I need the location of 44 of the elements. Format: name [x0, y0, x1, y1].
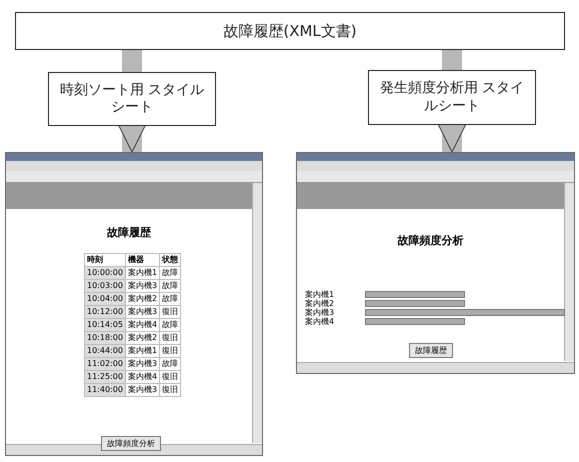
table-cell: 案内機2	[125, 292, 160, 306]
table-cell: 故障	[160, 292, 181, 306]
table-cell: 案内機3	[125, 358, 160, 370]
table-cell: 案内機3	[125, 280, 160, 292]
table-cell: 案内機2	[125, 332, 160, 344]
table-cell: 10:00:00	[84, 266, 126, 280]
table-cell: 復旧	[160, 344, 181, 358]
column-header: 時刻	[84, 254, 126, 266]
table-cell: 10:04:00	[84, 292, 126, 306]
row-label: 案内機4	[305, 317, 334, 326]
table-cell: 案内機3	[125, 306, 160, 318]
table-cell: 案内機1	[125, 344, 160, 358]
stylesheet-box: 時刻ソート用 スタイルシート	[48, 72, 216, 126]
table-cell: 故障	[160, 318, 181, 332]
table-cell: 10:12:00	[84, 306, 126, 318]
table-cell: 11:25:00	[84, 370, 126, 384]
table-cell: 11:02:00	[84, 358, 126, 370]
page-button: 故障頻度分析	[101, 436, 161, 451]
table-cell: 復旧	[160, 370, 181, 384]
table-cell: 11:40:00	[84, 384, 126, 396]
table-cell: 案内機1	[125, 266, 160, 280]
table-cell: 案内機4	[125, 370, 160, 384]
row-label: 案内機2	[305, 299, 334, 308]
table-cell: 復旧	[160, 384, 181, 396]
table-cell: 故障	[160, 280, 181, 292]
page-button: 故障履歴	[409, 343, 453, 358]
stylesheet-box: 発生頻度分析用 スタイルシート	[368, 70, 536, 125]
page-heading: 故障履歴	[107, 226, 151, 239]
table-cell: 案内機3	[125, 384, 160, 396]
table-cell: 10:14:05	[84, 318, 126, 332]
table-cell: 10:03:00	[84, 280, 126, 292]
table-cell: 10:18:00	[84, 332, 126, 344]
column-header: 機器	[125, 254, 160, 266]
column-header: 状態	[160, 254, 181, 266]
page-heading: 故障頻度分析	[398, 234, 464, 247]
table-cell: 復旧	[160, 332, 181, 344]
table-cell: 10:44:00	[84, 344, 126, 358]
table-cell: 案内機4	[125, 318, 160, 332]
document-box: 故障履歴(XML文書)	[15, 12, 565, 50]
table-cell: 復旧	[160, 306, 181, 318]
table-cell: 故障	[160, 266, 181, 280]
row-label: 案内機1	[305, 290, 334, 299]
table-cell: 故障	[160, 358, 181, 370]
row-label: 案内機3	[305, 308, 334, 317]
